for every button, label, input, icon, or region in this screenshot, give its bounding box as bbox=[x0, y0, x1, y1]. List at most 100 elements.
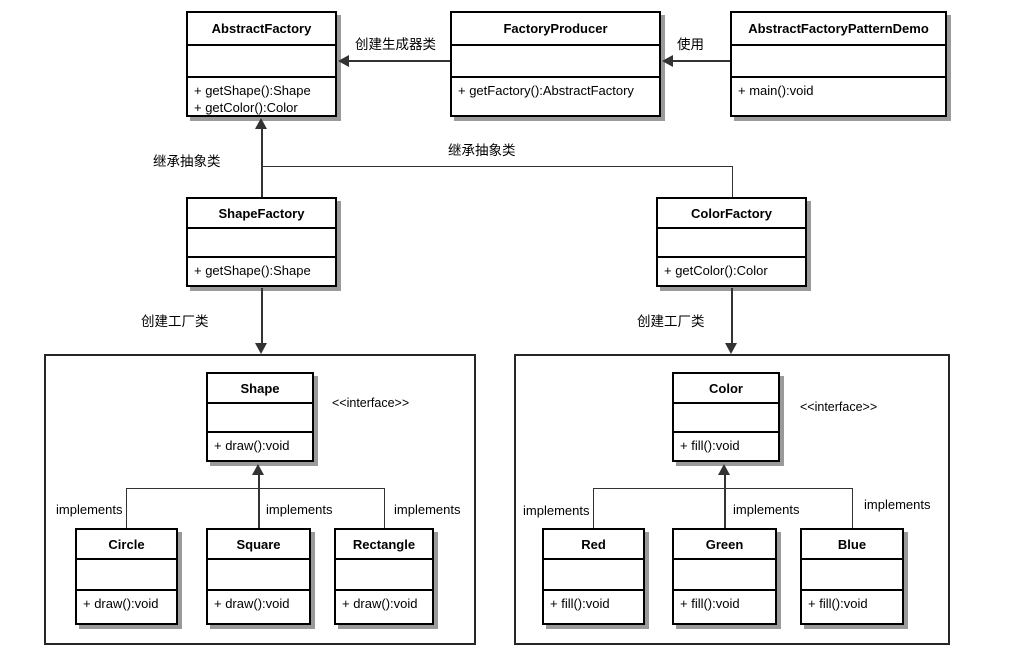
operation-item: + getShape():Shape bbox=[194, 263, 311, 278]
class-operations-demo: + main():void bbox=[732, 78, 945, 99]
edge-shapefactory-to-shape-panel bbox=[261, 288, 263, 344]
class-operations-blue: + fill():void bbox=[802, 591, 902, 612]
class-attributes-shape bbox=[208, 404, 312, 433]
operation-item: + getColor():Color bbox=[194, 100, 298, 115]
class-name-green: Green bbox=[674, 530, 775, 560]
edge-label-implements-blue: implements bbox=[864, 497, 931, 512]
edge-label-creates-factory-left: 创建工厂类 bbox=[141, 314, 209, 329]
class-box-shape-factory[interactable]: ShapeFactory + getShape():Shape bbox=[186, 197, 337, 287]
operation-item: + fill():void bbox=[680, 438, 740, 453]
edge-shape-implements-bus bbox=[126, 488, 384, 489]
class-attributes-color bbox=[674, 404, 778, 433]
class-operations-abstract-factory: + getShape():Shape + getColor():Color bbox=[188, 78, 335, 116]
edge-label-inherits-abstract-left: 继承抽象类 bbox=[153, 154, 221, 169]
arrowhead-colorfactory-creates bbox=[725, 343, 737, 354]
operation-item: + draw():void bbox=[214, 438, 290, 453]
edge-blue-to-bus bbox=[852, 488, 853, 529]
arrowhead-demo-to-producer bbox=[662, 55, 673, 67]
edge-label-inherits-abstract-right: 继承抽象类 bbox=[448, 143, 516, 158]
class-attributes-shape-factory bbox=[188, 229, 335, 258]
class-box-blue[interactable]: Blue + fill():void bbox=[800, 528, 904, 625]
class-attributes-red bbox=[544, 560, 643, 591]
class-attributes-factory-producer bbox=[452, 46, 659, 78]
edge-colorfactory-to-bus bbox=[732, 166, 733, 198]
class-name-abstract-factory: AbstractFactory bbox=[188, 13, 335, 46]
class-name-demo: AbstractFactoryPatternDemo bbox=[732, 13, 945, 46]
group-panel-color bbox=[514, 354, 950, 645]
arrowhead-implements-color bbox=[718, 464, 730, 475]
edge-inheritance-bus bbox=[261, 166, 733, 167]
arrowhead-implements-shape bbox=[252, 464, 264, 475]
class-name-square: Square bbox=[208, 530, 309, 560]
class-box-color[interactable]: Color + fill():void bbox=[672, 372, 780, 462]
class-box-rectangle[interactable]: Rectangle + draw():void bbox=[334, 528, 434, 625]
edge-label-uses: 使用 bbox=[677, 37, 704, 52]
class-operations-red: + fill():void bbox=[544, 591, 643, 612]
operation-item: + draw():void bbox=[214, 596, 290, 611]
operation-item: + main():void bbox=[738, 83, 814, 98]
class-name-rectangle: Rectangle bbox=[336, 530, 432, 560]
class-operations-green: + fill():void bbox=[674, 591, 775, 612]
class-box-red[interactable]: Red + fill():void bbox=[542, 528, 645, 625]
edge-label-implements-square: implements bbox=[266, 502, 333, 517]
class-box-shape[interactable]: Shape + draw():void bbox=[206, 372, 314, 462]
class-operations-square: + draw():void bbox=[208, 591, 309, 612]
operation-item: + fill():void bbox=[550, 596, 610, 611]
edge-producer-to-abstractfactory bbox=[349, 60, 450, 62]
edge-colorfactory-to-color-panel bbox=[731, 288, 733, 344]
class-operations-shape-factory: + getShape():Shape bbox=[188, 258, 335, 279]
class-attributes-rectangle bbox=[336, 560, 432, 591]
class-box-color-factory[interactable]: ColorFactory + getColor():Color bbox=[656, 197, 807, 287]
edge-label-creates-factory-right: 创建工厂类 bbox=[637, 314, 705, 329]
class-attributes-square bbox=[208, 560, 309, 591]
edge-label-implements-rectangle: implements bbox=[394, 502, 461, 517]
class-box-square[interactable]: Square + draw():void bbox=[206, 528, 311, 625]
class-name-circle: Circle bbox=[77, 530, 176, 560]
class-attributes-demo bbox=[732, 46, 945, 78]
class-attributes-blue bbox=[802, 560, 902, 591]
operation-item: + fill():void bbox=[680, 596, 740, 611]
class-box-abstract-factory[interactable]: AbstractFactory + getShape():Shape + get… bbox=[186, 11, 337, 117]
arrowhead-inherit-abstractfactory bbox=[255, 118, 267, 129]
class-operations-circle: + draw():void bbox=[77, 591, 176, 612]
group-panel-shape bbox=[44, 354, 476, 645]
class-name-color-factory: ColorFactory bbox=[658, 199, 805, 229]
class-box-demo[interactable]: AbstractFactoryPatternDemo + main():void bbox=[730, 11, 947, 117]
stereotype-label-shape: <<interface>> bbox=[332, 396, 410, 410]
operation-item: + getShape():Shape bbox=[194, 83, 311, 98]
class-operations-shape: + draw():void bbox=[208, 433, 312, 454]
class-name-red: Red bbox=[544, 530, 643, 560]
stereotype-label-color: <<interface>> bbox=[800, 400, 878, 414]
class-name-blue: Blue bbox=[802, 530, 902, 560]
operation-item: + draw():void bbox=[342, 596, 418, 611]
edge-red-to-bus bbox=[593, 488, 594, 529]
edge-circle-to-bus bbox=[126, 488, 127, 529]
arrowhead-shapefactory-creates bbox=[255, 343, 267, 354]
class-box-factory-producer[interactable]: FactoryProducer + getFactory():AbstractF… bbox=[450, 11, 661, 117]
operation-item: + getFactory():AbstractFactory bbox=[458, 83, 634, 98]
class-attributes-color-factory bbox=[658, 229, 805, 258]
class-box-green[interactable]: Green + fill():void bbox=[672, 528, 777, 625]
arrowhead-producer-to-abstractfactory bbox=[338, 55, 349, 67]
edge-label-implements-red: implements bbox=[523, 503, 590, 518]
class-name-color: Color bbox=[674, 374, 778, 404]
class-operations-color-factory: + getColor():Color bbox=[658, 258, 805, 279]
edge-square-to-shape bbox=[258, 475, 260, 529]
class-operations-rectangle: + draw():void bbox=[336, 591, 432, 612]
edge-shapefactory-to-abstractfactory bbox=[261, 128, 263, 198]
operation-item: + getColor():Color bbox=[664, 263, 768, 278]
class-name-shape: Shape bbox=[208, 374, 312, 404]
edge-label-creates-producer: 创建生成器类 bbox=[355, 37, 436, 52]
class-operations-color: + fill():void bbox=[674, 433, 778, 454]
class-name-factory-producer: FactoryProducer bbox=[452, 13, 659, 46]
edge-rectangle-to-bus bbox=[384, 488, 385, 529]
class-attributes-circle bbox=[77, 560, 176, 591]
class-attributes-green bbox=[674, 560, 775, 591]
edge-demo-to-producer bbox=[673, 60, 730, 62]
edge-label-implements-circle: implements bbox=[56, 502, 123, 517]
edge-green-to-color bbox=[724, 475, 726, 529]
class-box-circle[interactable]: Circle + draw():void bbox=[75, 528, 178, 625]
class-operations-factory-producer: + getFactory():AbstractFactory bbox=[452, 78, 659, 99]
class-name-shape-factory: ShapeFactory bbox=[188, 199, 335, 229]
